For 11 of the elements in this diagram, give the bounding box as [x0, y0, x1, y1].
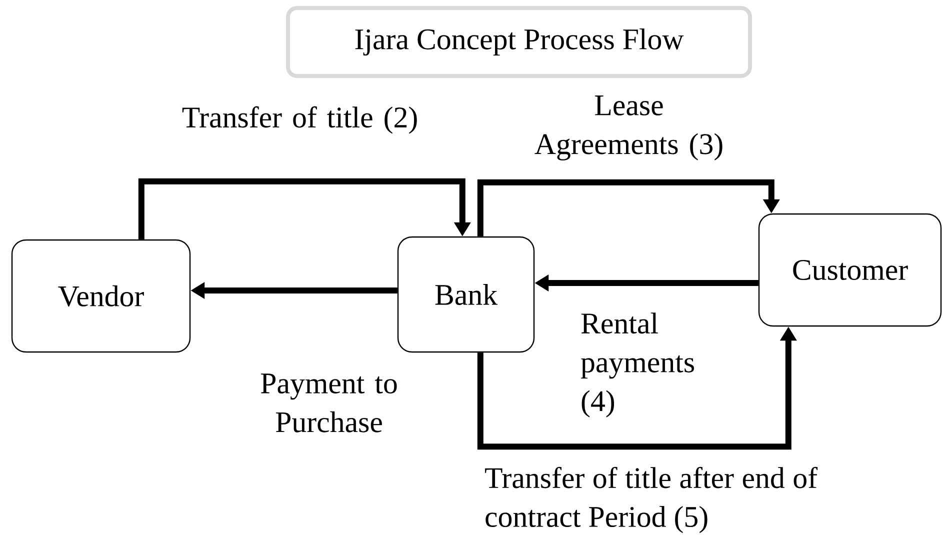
title-box: Ijara Concept Process Flow — [286, 6, 752, 78]
edge-label: Rental payments (4) — [581, 312, 694, 418]
process-box: Customer — [758, 213, 942, 327]
edge-label: Lease Agreements (3) — [534, 96, 722, 160]
edge-label: Transfer of title (2) — [182, 106, 417, 134]
arrow — [477, 179, 780, 236]
process-box: Bank — [397, 236, 535, 353]
edge-label: Transfer of title after end of contract Period (5) — [485, 466, 818, 534]
edge-label: Payment to Purchase — [260, 374, 397, 432]
arrow — [138, 178, 471, 240]
process-box: Vendor — [11, 239, 191, 353]
